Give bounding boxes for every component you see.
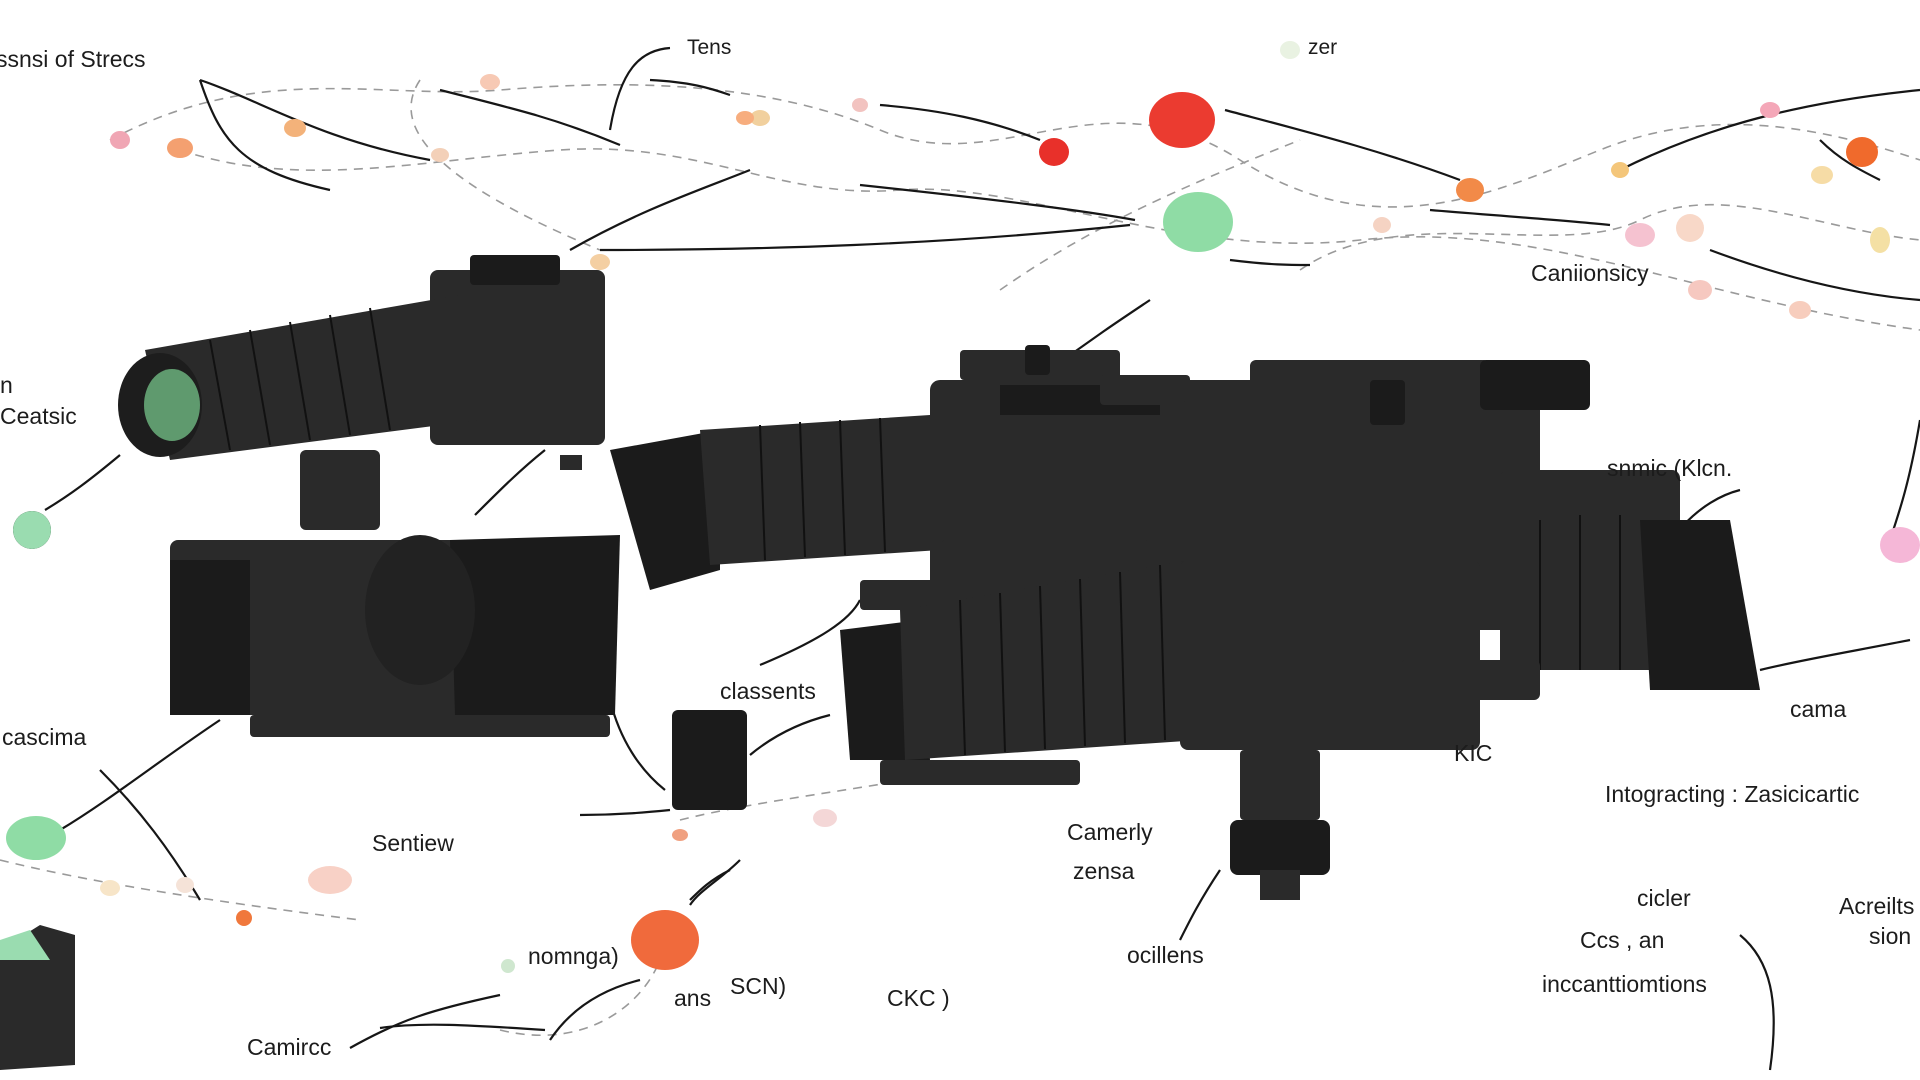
red-dot-icon: [1149, 92, 1215, 148]
label-snmic: snmic (Klcn.: [1607, 455, 1733, 481]
flower-icon: [1760, 102, 1780, 118]
label-camerly: Camerly: [1067, 819, 1153, 845]
flower-icon: [501, 959, 515, 973]
flower-icon: [110, 131, 130, 149]
label-scn: SCN): [730, 973, 787, 999]
flower-icon: [284, 119, 306, 137]
green-dot-icon: [13, 511, 51, 549]
flower-icon: [100, 880, 120, 896]
green-dot-icon: [1163, 192, 1233, 252]
label-cama: cama: [1790, 696, 1847, 722]
label-left-n: n: [0, 372, 13, 398]
camera-icon: [118, 255, 620, 737]
label-caniionsicy: Caniionsicy: [1531, 260, 1649, 286]
flower-icon: [852, 98, 868, 112]
flower-icon: [308, 866, 352, 894]
label-sentiew: Sentiew: [372, 830, 454, 856]
box-icon: [0, 925, 75, 1070]
orange-dot-icon: [631, 910, 699, 970]
label-ocillens: ocillens: [1127, 942, 1204, 968]
flower-icon: [672, 829, 688, 841]
orange-dot-icon: [1846, 137, 1878, 167]
flower-icon: [1676, 214, 1704, 242]
flower-icon: [1811, 166, 1833, 184]
label-acreilts: Acreilts: [1839, 893, 1915, 919]
camera-icon: [840, 560, 1540, 900]
flower-icon: [813, 809, 837, 827]
flower-decorations: [6, 41, 1920, 973]
flower-icon: [1688, 280, 1712, 300]
orange-dot-icon: [236, 910, 252, 926]
label-camircc: Camircc: [247, 1034, 332, 1060]
flower-icon: [1625, 223, 1655, 247]
flower-icon: [176, 877, 194, 893]
label-ccs-an: Ccs , an: [1580, 927, 1665, 953]
flower-icon: [431, 148, 449, 162]
label-zer: zer: [1308, 36, 1338, 59]
flower-icon: [1280, 41, 1300, 59]
label-kic: KIC: [1454, 740, 1493, 766]
label-cicler: cicler: [1637, 885, 1691, 911]
flower-icon: [1456, 178, 1484, 202]
label-ceatsic: Ceatsic: [0, 403, 77, 429]
label-top-left: ssnsi of Strecs: [0, 46, 146, 72]
label-ans: ans: [674, 985, 712, 1011]
label-nomnga: nomnga): [528, 943, 619, 969]
red-dot-icon: [1039, 138, 1069, 166]
flower-icon: [750, 110, 770, 126]
box-icon: [672, 710, 747, 810]
label-ckc: CKC ): [887, 985, 950, 1011]
flower-icon: [1789, 301, 1811, 319]
label-zensa: zensa: [1073, 858, 1135, 884]
label-integracting: Intogracting : Zasicicartic: [1605, 781, 1860, 807]
flower-icon: [1870, 227, 1890, 253]
flower-icon: [1373, 217, 1391, 233]
flower-icon: [167, 138, 193, 158]
flower-icon: [736, 111, 754, 125]
flower-icon: [480, 74, 500, 90]
pink-dot-icon: [1880, 527, 1920, 563]
flower-icon: [590, 254, 610, 270]
connector-lines: [44, 46, 1920, 1071]
label-classents: classents: [720, 678, 816, 704]
green-dot-icon: [6, 816, 66, 860]
label-tens: Tens: [687, 36, 732, 59]
label-sion: sion: [1869, 923, 1912, 949]
label-cascima: cascima: [2, 724, 87, 750]
label-incanttiomtions: inccanttiomtions: [1542, 971, 1707, 997]
flower-icon: [1611, 162, 1629, 178]
